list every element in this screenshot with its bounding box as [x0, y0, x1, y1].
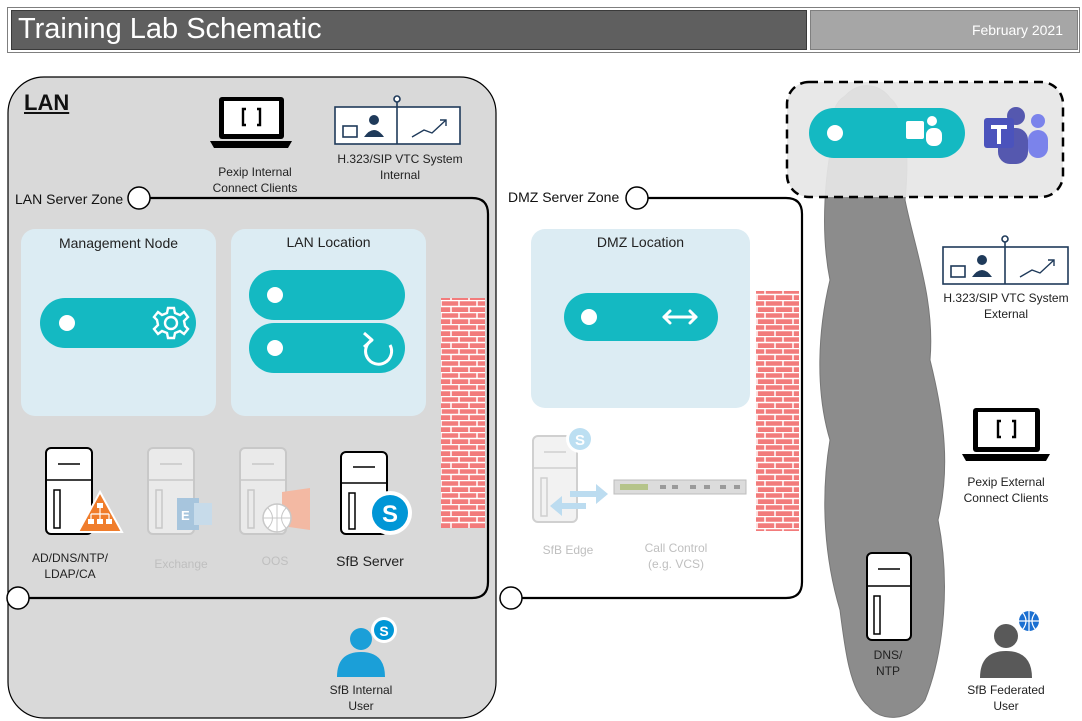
exchange-icon: E	[177, 498, 212, 530]
vtc-system-icon-external	[942, 235, 1069, 285]
office-icon	[262, 488, 310, 533]
sfb-edge-label: SfB Edge	[542, 543, 594, 557]
header-frame	[7, 7, 1080, 53]
internet-cloud	[819, 85, 946, 718]
sfb-federated-user-label: SfB Federated User	[967, 683, 1045, 713]
refresh-icon	[363, 331, 394, 366]
server-icon-ad	[45, 447, 93, 535]
skype-icon-sfb-edge: S	[566, 425, 594, 453]
server-label-sfb: SfB Server	[336, 553, 404, 569]
microsoft-teams-logo	[984, 107, 1048, 164]
date-bar: February 2021	[810, 10, 1078, 50]
bidirectional-arrow-icon	[662, 309, 698, 325]
pexip-internal-label: Pexip Internal Connect Clients	[212, 165, 298, 195]
server-label-exchange: Exchange	[154, 557, 208, 571]
page-title: Training Lab Schematic	[18, 13, 322, 45]
lan-server-zone-label: LAN Server Zone	[15, 191, 124, 207]
management-node-pill	[40, 298, 196, 348]
vtc-external-label: H.323/SIP VTC System External	[943, 291, 1069, 321]
exchange-arrows-icon	[550, 484, 608, 516]
dmz-edge-node-pill	[564, 293, 718, 341]
server-icon-sfb-edge	[532, 435, 578, 523]
dmz-zone-connector-top	[625, 186, 649, 210]
vtc-internal-label: H.323/SIP VTC System Internal	[337, 152, 463, 182]
skype-icon-sfb-server: S	[368, 491, 412, 535]
lan-server-zone-line	[18, 196, 490, 600]
vtc-system-icon-internal	[334, 95, 461, 145]
server-label-ad: AD/DNS/NTP/ LDAP/CA	[31, 551, 108, 581]
svg-text:E: E	[181, 508, 190, 523]
server-label-oos: OOS	[261, 554, 289, 568]
date-label: February 2021	[971, 22, 1063, 38]
svg-text:S: S	[382, 501, 398, 528]
laptop-icon-internal	[210, 97, 292, 148]
user-icon-sfb-federated	[980, 624, 1032, 678]
title-bar	[11, 10, 807, 50]
management-node-title: Management Node	[58, 235, 179, 251]
dmz-location-title: DMZ Location	[596, 234, 685, 250]
network-hierarchy-icon	[76, 489, 124, 533]
globe-icon	[1017, 609, 1041, 633]
lan-location-title: LAN Location	[286, 234, 371, 250]
lan-firewall	[441, 298, 485, 528]
dns-ntp-label: DNS/ NTP	[873, 648, 903, 678]
sfb-internal-user-label: SfB Internal User	[329, 683, 393, 713]
server-icon-dns-ntp	[866, 552, 912, 641]
dmz-firewall	[756, 291, 799, 531]
teams-mini-icon	[906, 116, 942, 146]
svg-text:S: S	[575, 432, 585, 449]
lan-location-panel	[231, 229, 426, 416]
user-icon-sfb-internal	[337, 628, 385, 677]
lan-title: LAN	[24, 90, 70, 115]
skype-icon-sfb-user: S	[371, 617, 397, 643]
call-control-appliance-icon	[613, 479, 747, 495]
laptop-icon-external	[962, 408, 1050, 461]
dmz-server-zone-label: DMZ Server Zone	[508, 189, 620, 205]
svg-text:S: S	[379, 623, 388, 639]
dmz-server-zone-line	[511, 196, 804, 600]
lan-conferencing-node-pill-1	[249, 270, 405, 320]
lan-zone-connector-bottom	[6, 586, 30, 610]
teams-connector-pill	[809, 108, 965, 158]
call-control-label: Call Control (e.g. VCS)	[644, 541, 708, 571]
pexip-external-label: Pexip External Connect Clients	[963, 475, 1049, 505]
gear-icon	[152, 306, 190, 340]
dmz-zone-connector-bottom	[499, 586, 523, 610]
lan-zone-connector-top	[127, 186, 151, 210]
